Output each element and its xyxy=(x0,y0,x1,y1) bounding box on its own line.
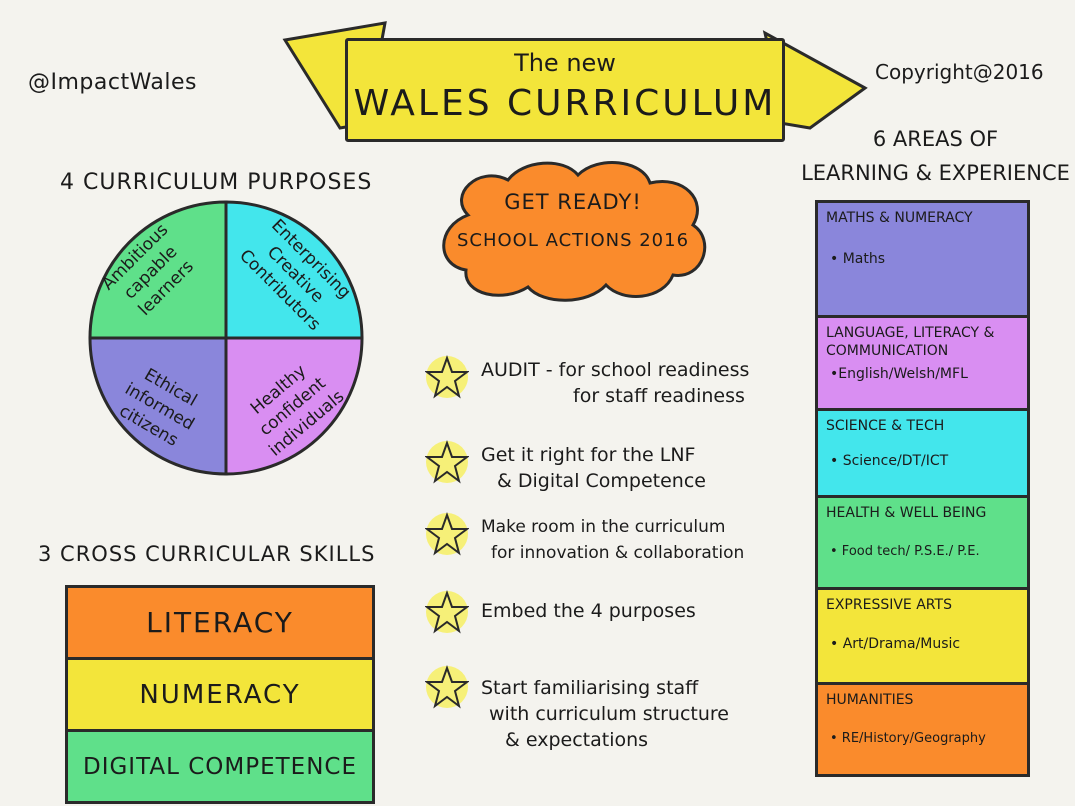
handle-text: @ImpactWales xyxy=(28,70,198,95)
cloud-line-1: GET READY! xyxy=(504,190,642,214)
area-detail: • Science/DT/ICT xyxy=(830,453,949,469)
action-item: Get it right for the LNF & Digital Compe… xyxy=(425,440,805,510)
purposes-title: 4 CURRICULUM PURPOSES xyxy=(60,170,373,195)
areas-stack: MATHS & NUMERACY • Maths LANGUAGE, LITER… xyxy=(815,200,1030,777)
star-icon xyxy=(425,355,469,399)
skill-literacy: LITERACY xyxy=(65,585,375,657)
star-icon xyxy=(425,440,469,484)
page-title: WALES CURRICULUM xyxy=(353,83,777,124)
area-detail: •English/Welsh/MFL xyxy=(830,366,968,382)
area-science: SCIENCE & TECH • Science/DT/ICT xyxy=(815,408,1030,495)
action-line: Start familiarising staff xyxy=(481,677,699,699)
skill-numeracy: NUMERACY xyxy=(65,657,375,729)
star-icon xyxy=(425,590,469,634)
action-item: Make room in the curriculum for innovati… xyxy=(425,512,805,582)
area-health: HEALTH & WELL BEING • Food tech/ P.S.E./… xyxy=(815,495,1030,587)
area-humanities: HUMANITIES • RE/History/Geography xyxy=(815,682,1030,777)
purposes-circle: Ambitious capable learners Enterprising … xyxy=(88,200,364,476)
action-line: Make room in the curriculum xyxy=(481,517,726,537)
title-line-1: The new xyxy=(514,49,616,77)
area-name: HEALTH & WELL BEING xyxy=(826,505,987,521)
action-item: Embed the 4 purposes xyxy=(425,590,805,660)
area-name: EXPRESSIVE ARTS xyxy=(826,597,952,613)
areas-title-line-2: LEARNING & EXPERIENCE xyxy=(801,161,1070,185)
area-maths: MATHS & NUMERACY • Maths xyxy=(815,200,1030,315)
action-line: Get it right for the LNF xyxy=(481,444,696,466)
action-item: AUDIT - for school readiness for staff r… xyxy=(425,355,805,425)
quadrant-healthy xyxy=(224,336,364,476)
action-item: Start familiarising staff with curriculu… xyxy=(425,665,805,765)
area-name: LANGUAGE, LITERACY & COMMUNICATION xyxy=(826,325,995,359)
area-detail: • Maths xyxy=(830,251,886,267)
action-line: AUDIT - for school readiness xyxy=(481,359,750,381)
area-name: SCIENCE & TECH xyxy=(826,418,945,434)
area-name: MATHS & NUMERACY xyxy=(826,210,973,226)
action-line: & expectations xyxy=(505,729,649,751)
star-icon xyxy=(425,665,469,709)
cloud-shape xyxy=(442,161,707,302)
cloud-label: GET READY! SCHOOL ACTIONS 2016 xyxy=(428,190,718,251)
action-line: & Digital Competence xyxy=(497,470,706,492)
quadrant-ethical xyxy=(88,336,228,476)
area-detail: • RE/History/Geography xyxy=(830,731,986,746)
cloud-line-2: SCHOOL ACTIONS 2016 xyxy=(456,230,690,251)
skills-stack: LITERACY NUMERACY DIGITAL COMPETENCE xyxy=(65,585,375,804)
area-language: LANGUAGE, LITERACY & COMMUNICATION •Engl… xyxy=(815,315,1030,408)
area-detail: • Food tech/ P.S.E./ P.E. xyxy=(830,544,980,559)
action-line: Embed the 4 purposes xyxy=(481,600,696,622)
action-line: with curriculum structure xyxy=(489,703,729,725)
action-line: for staff readiness xyxy=(573,385,745,407)
quadrant-enterprising xyxy=(224,200,364,340)
skill-digital-competence: DIGITAL COMPETENCE xyxy=(65,729,375,804)
action-line: for innovation & collaboration xyxy=(491,543,745,563)
area-name: HUMANITIES xyxy=(826,692,914,708)
copyright-text: Copyright@2016 xyxy=(875,60,1044,84)
star-icon xyxy=(425,512,469,556)
skills-title: 3 CROSS CURRICULAR SKILLS xyxy=(38,542,376,566)
area-detail: • Art/Drama/Music xyxy=(830,636,961,652)
title-banner: The new WALES CURRICULUM xyxy=(345,38,785,142)
quadrant-ambitious xyxy=(88,200,228,340)
area-expressive-arts: EXPRESSIVE ARTS • Art/Drama/Music xyxy=(815,587,1030,682)
areas-title-line-1: 6 AREAS OF xyxy=(872,127,999,151)
areas-title: 6 AREAS OF LEARNING & EXPERIENCE xyxy=(798,122,1073,190)
